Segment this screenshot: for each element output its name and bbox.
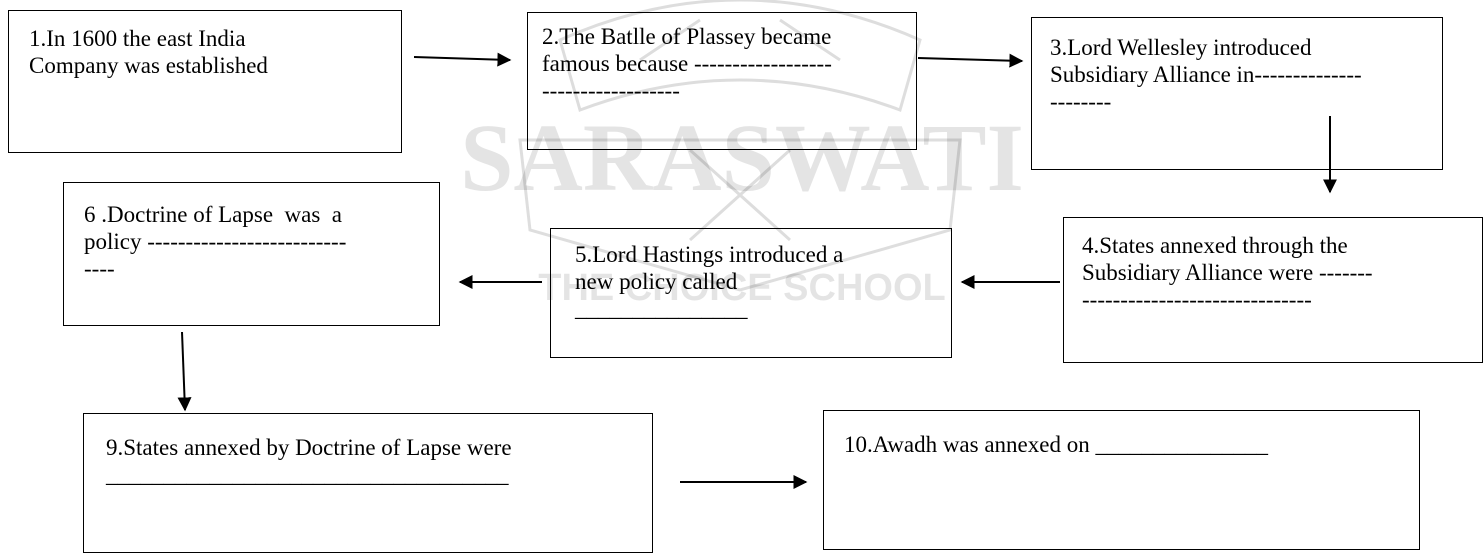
box-9-states-annexed-lapse: 9.States annexed by Doctrine of Lapse we… — [83, 413, 653, 553]
arrow-6-to-9 — [177, 331, 192, 412]
box-6-doctrine-of-lapse: 6 .Doctrine of Lapse was a policy ------… — [63, 182, 440, 326]
arrow-1-to-2 — [413, 52, 512, 67]
box-5-lord-hastings-policy: 5.Lord Hastings introduced a new policy … — [550, 228, 952, 358]
box-2-battle-of-plassey: 2.The Batlle of Plassey became famous be… — [527, 12, 917, 150]
box-10-awadh-annexed: 10.Awadh was annexed on _______________ — [823, 410, 1420, 550]
box-4-states-annexed-subsidiary: 4.States annexed through the Subsidiary … — [1063, 217, 1483, 363]
box-3-wellesley-subsidiary-alliance: 3.Lord Wellesley introduced Subsidiary A… — [1031, 17, 1443, 170]
arrow-2-to-3 — [917, 53, 1024, 68]
box-1-east-india-company: 1.In 1600 the east India Company was est… — [8, 10, 402, 153]
